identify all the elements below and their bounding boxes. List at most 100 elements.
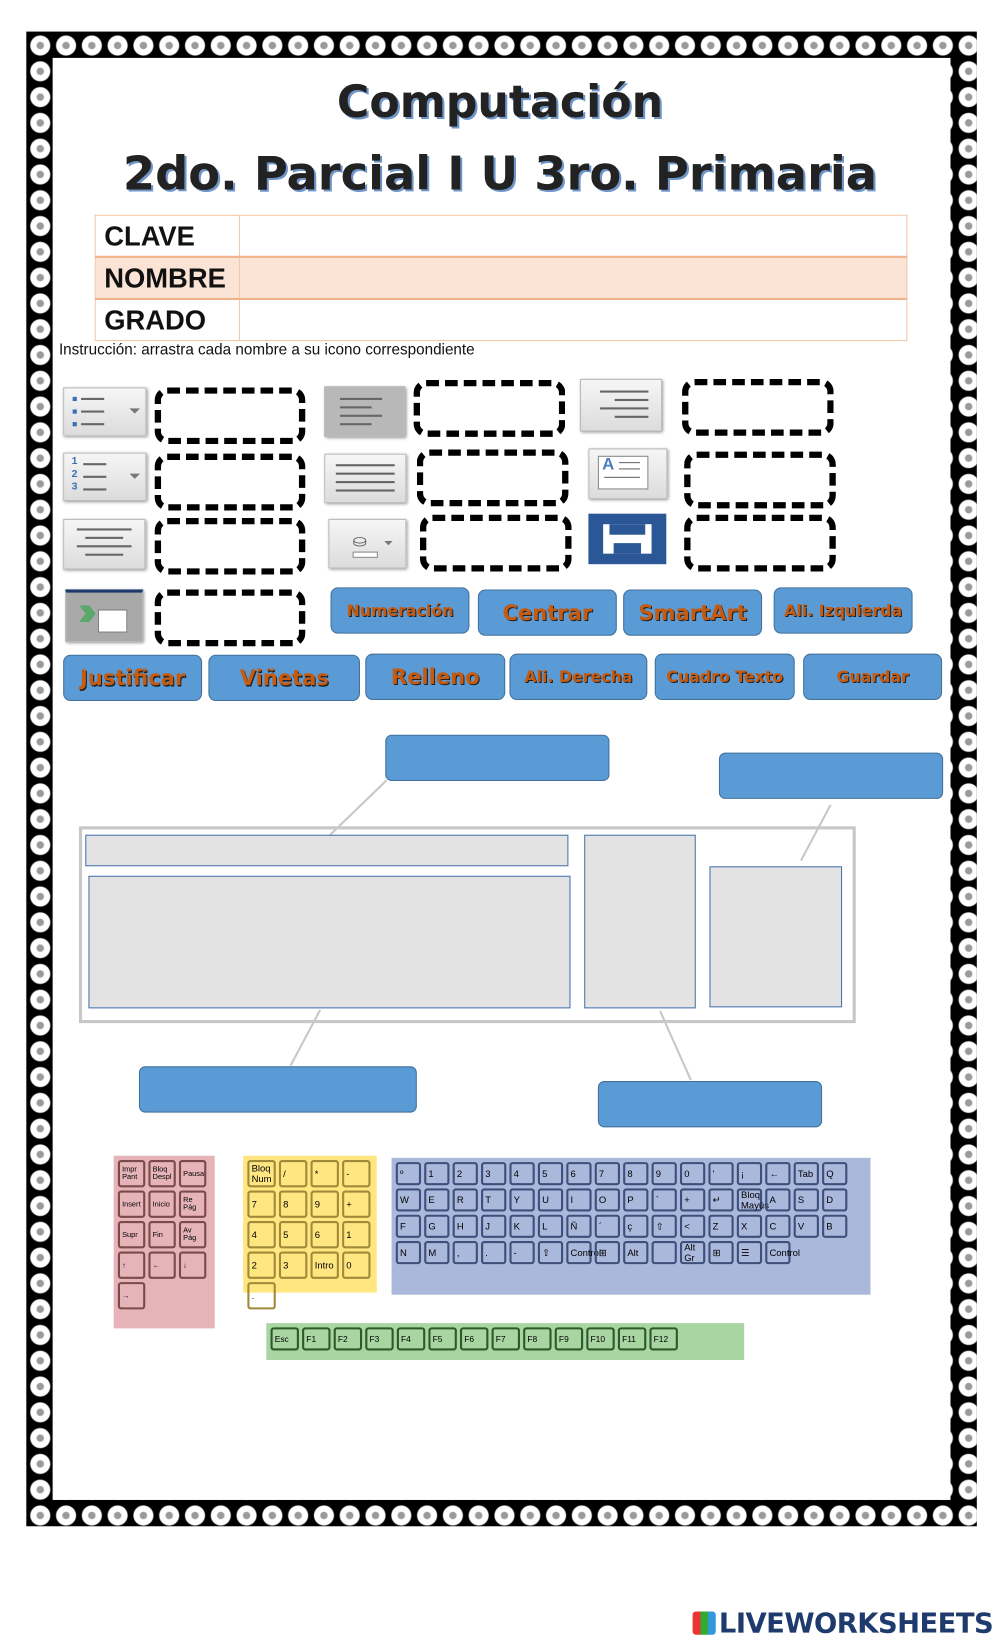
label-guardar[interactable]: Guardar bbox=[803, 653, 943, 700]
label-relleno[interactable]: Relleno bbox=[365, 653, 506, 700]
keyboard-key: 2 bbox=[247, 1251, 276, 1279]
keyboard-key: Z bbox=[708, 1214, 734, 1238]
alphanumeric-keys-area bbox=[88, 875, 571, 1009]
keyboard-key: V bbox=[793, 1214, 819, 1238]
keyboard-key: L bbox=[537, 1214, 564, 1238]
nombre-input[interactable] bbox=[238, 255, 908, 300]
grado-input[interactable] bbox=[238, 298, 908, 342]
keyboard-key: F9 bbox=[554, 1327, 584, 1351]
keyboard-key: U bbox=[537, 1188, 564, 1212]
student-info-table: CLAVE NOMBRE GRADO bbox=[94, 214, 908, 342]
keyboard-key: K bbox=[509, 1214, 535, 1238]
keyboard-key: F2 bbox=[333, 1327, 363, 1351]
keyboard-key: 6 bbox=[566, 1162, 592, 1186]
keyboard-key: Q bbox=[822, 1162, 848, 1186]
keyboard-key: O bbox=[594, 1188, 620, 1212]
keyboard-key: F6 bbox=[459, 1327, 489, 1351]
keyboard-key: ↵ bbox=[708, 1188, 734, 1212]
drop-zone-7[interactable] bbox=[419, 514, 572, 572]
drop-zone-10[interactable] bbox=[684, 514, 836, 572]
keyboard-key: Y bbox=[509, 1188, 535, 1212]
keyboard-key: X bbox=[736, 1214, 763, 1238]
keyboard-key: ⇧ bbox=[537, 1241, 564, 1265]
fill-icon: ⛀ bbox=[328, 518, 407, 569]
keyboard-key: Tab bbox=[793, 1162, 819, 1186]
center-icon bbox=[63, 518, 146, 570]
keyboard-key: I bbox=[566, 1188, 592, 1212]
drop-zone-4[interactable] bbox=[154, 589, 306, 647]
liveworksheets-logo: LIVEWORKSHEETS bbox=[692, 1608, 994, 1640]
function-keys-area bbox=[85, 834, 569, 867]
keyboard-key: + bbox=[342, 1190, 371, 1218]
drop-zone-5[interactable] bbox=[413, 379, 566, 437]
answer-box-top[interactable] bbox=[385, 734, 610, 782]
grado-label: GRADO bbox=[94, 298, 240, 342]
form-row-nombre: NOMBRE bbox=[94, 255, 908, 300]
form-row-clave: CLAVE bbox=[94, 214, 908, 258]
keyboard-key: T bbox=[481, 1188, 507, 1212]
keyboard-key: ↓ bbox=[178, 1251, 207, 1279]
keyboard-key: ´ bbox=[594, 1214, 620, 1238]
keyboard-key: Esc bbox=[270, 1327, 299, 1351]
keyboard-key: ⊞ bbox=[708, 1241, 734, 1265]
label-smartart[interactable]: SmartArt bbox=[623, 589, 763, 636]
label-cuadro-texto[interactable]: Cuadro Texto bbox=[654, 653, 795, 700]
keyboard-key: R bbox=[452, 1188, 478, 1212]
keyboard-key: J bbox=[481, 1214, 507, 1238]
page-title: Computación bbox=[336, 75, 664, 128]
keyboard-key: Fin bbox=[148, 1221, 176, 1249]
keyboard-key: C bbox=[765, 1214, 791, 1238]
keyboard-key: P bbox=[623, 1188, 649, 1212]
clave-input[interactable] bbox=[238, 214, 908, 258]
answer-box-bottom-left[interactable] bbox=[138, 1066, 417, 1113]
keyboard-key: 1 bbox=[424, 1162, 450, 1186]
keyboard-key: Alt Gr bbox=[679, 1241, 706, 1265]
keyboard-key: 7 bbox=[594, 1162, 620, 1186]
keyboard-key: 4 bbox=[247, 1221, 276, 1249]
keyboard-key: º bbox=[395, 1162, 422, 1186]
answer-box-bottom-right[interactable] bbox=[597, 1081, 823, 1128]
navigation-keys-area bbox=[584, 834, 696, 1009]
keyboard-key: 5 bbox=[278, 1221, 308, 1249]
keyboard-key: A bbox=[765, 1188, 791, 1212]
keyboard-key: G bbox=[424, 1214, 450, 1238]
label-ali-izquierda[interactable]: Ali. Izquierda bbox=[773, 587, 913, 634]
keyboard-key: Alt bbox=[623, 1241, 649, 1265]
keyboard-key: Supr bbox=[117, 1221, 146, 1249]
label-vinetas[interactable]: Viñetas bbox=[208, 654, 360, 702]
keyboard-key: Bloq Mayús bbox=[736, 1188, 769, 1212]
keyboard-key: Pausa bbox=[178, 1159, 207, 1188]
keyboard-key: 5 bbox=[537, 1162, 564, 1186]
drop-zone-6[interactable] bbox=[416, 449, 569, 507]
label-ali-derecha[interactable]: Ali. Derecha bbox=[509, 653, 648, 700]
drop-zone-9[interactable] bbox=[684, 451, 836, 509]
drop-zone-2[interactable] bbox=[154, 453, 306, 511]
page-subtitle: 2do. Parcial I U 3ro. Primaria bbox=[122, 147, 878, 202]
drop-zone-1[interactable] bbox=[154, 387, 306, 445]
keyboard-key: ⇧ bbox=[651, 1214, 677, 1238]
keyboard-key: < bbox=[679, 1214, 706, 1238]
align-right-icon bbox=[579, 378, 663, 432]
keyboard-key: , bbox=[452, 1241, 478, 1265]
label-numeracion[interactable]: Numeración bbox=[330, 587, 470, 634]
drop-zone-8[interactable] bbox=[682, 378, 834, 436]
answer-box-right[interactable] bbox=[718, 752, 944, 799]
keyboard-key: ← bbox=[765, 1162, 791, 1186]
align-left-icon bbox=[324, 386, 406, 437]
keyboard-key: 8 bbox=[623, 1162, 649, 1186]
clave-label: CLAVE bbox=[94, 214, 240, 258]
label-justificar[interactable]: Justificar bbox=[63, 654, 203, 702]
keyboard-outline bbox=[78, 826, 856, 1024]
keyboard-key: F5 bbox=[428, 1327, 457, 1351]
drop-zone-3[interactable] bbox=[154, 517, 306, 575]
keyboard-key: 7 bbox=[247, 1190, 276, 1218]
bullets-icon bbox=[63, 387, 147, 436]
keyboard-key: 9 bbox=[651, 1162, 677, 1186]
keyboard-key: - bbox=[509, 1241, 535, 1265]
keyboard-key: Bloq Despl bbox=[148, 1159, 176, 1188]
keyboard-key: 9 bbox=[310, 1190, 339, 1218]
label-centrar[interactable]: Centrar bbox=[477, 589, 617, 636]
keyboard-key: 4 bbox=[509, 1162, 535, 1186]
keyboard-key bbox=[651, 1241, 677, 1265]
